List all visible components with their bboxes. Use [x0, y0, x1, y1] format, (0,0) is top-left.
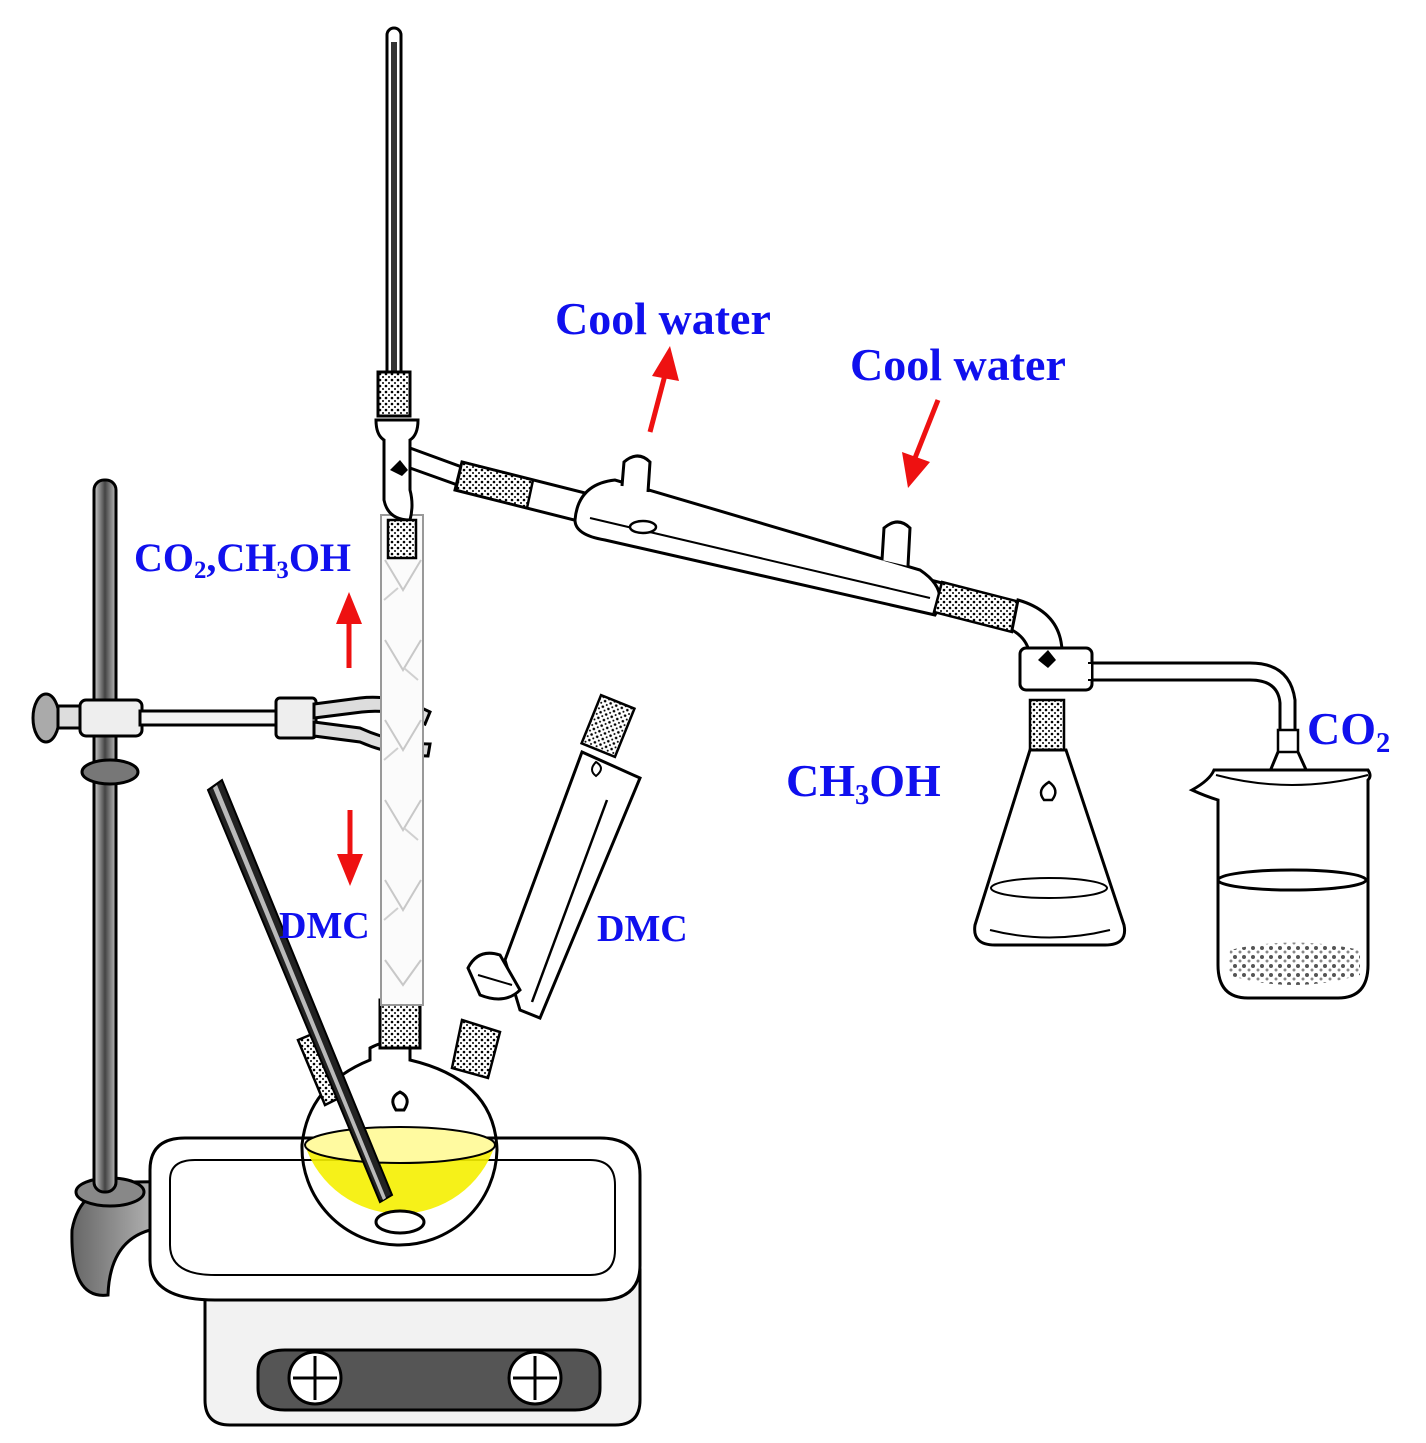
beaker: [1188, 768, 1372, 1000]
distillation-head: [374, 26, 472, 560]
receiving-adapter: [1010, 598, 1094, 692]
vapor-label: CO2,CH3OH: [134, 535, 352, 583]
cool-water-outlet-text: Cool water: [555, 293, 771, 344]
cool-water-outlet-label: Cool water: [555, 296, 771, 342]
dmc-column-label: DMC: [279, 907, 370, 945]
co2-label: CO2: [1307, 703, 1390, 758]
three-neck-flask: [300, 1040, 499, 1247]
vigreux-column: [380, 514, 424, 1006]
center-neck-joint: [378, 998, 422, 1050]
vapor-label-ch: ,CH: [206, 535, 277, 580]
methanol-label: CH3OH: [786, 755, 941, 810]
vapor-label-sub-3: 3: [276, 556, 289, 584]
vapor-label-sub-2: 2: [194, 556, 207, 584]
co2-label-sub-2: 2: [1376, 727, 1391, 759]
vapor-label-co: CO: [134, 535, 194, 580]
dmc-funnel-text: DMC: [597, 908, 688, 950]
co2-label-co: CO: [1307, 703, 1376, 754]
vapor-label-oh: OH: [288, 535, 352, 580]
liebig-condenser: [453, 454, 1022, 634]
cool-water-inlet-label: Cool water: [850, 342, 1066, 388]
methanol-label-oh: OH: [869, 755, 941, 806]
erlenmeyer-flask: [973, 698, 1127, 947]
methanol-label-ch: CH: [786, 755, 855, 806]
flask-thermometer: [206, 778, 394, 1204]
flow-arrows: [336, 346, 941, 886]
dmc-column-text: DMC: [279, 905, 370, 947]
dmc-funnel-label: DMC: [597, 910, 688, 948]
dropping-funnel: [450, 693, 642, 1080]
methanol-label-sub-3: 3: [855, 779, 870, 811]
cool-water-inlet-text: Cool water: [850, 339, 1066, 390]
